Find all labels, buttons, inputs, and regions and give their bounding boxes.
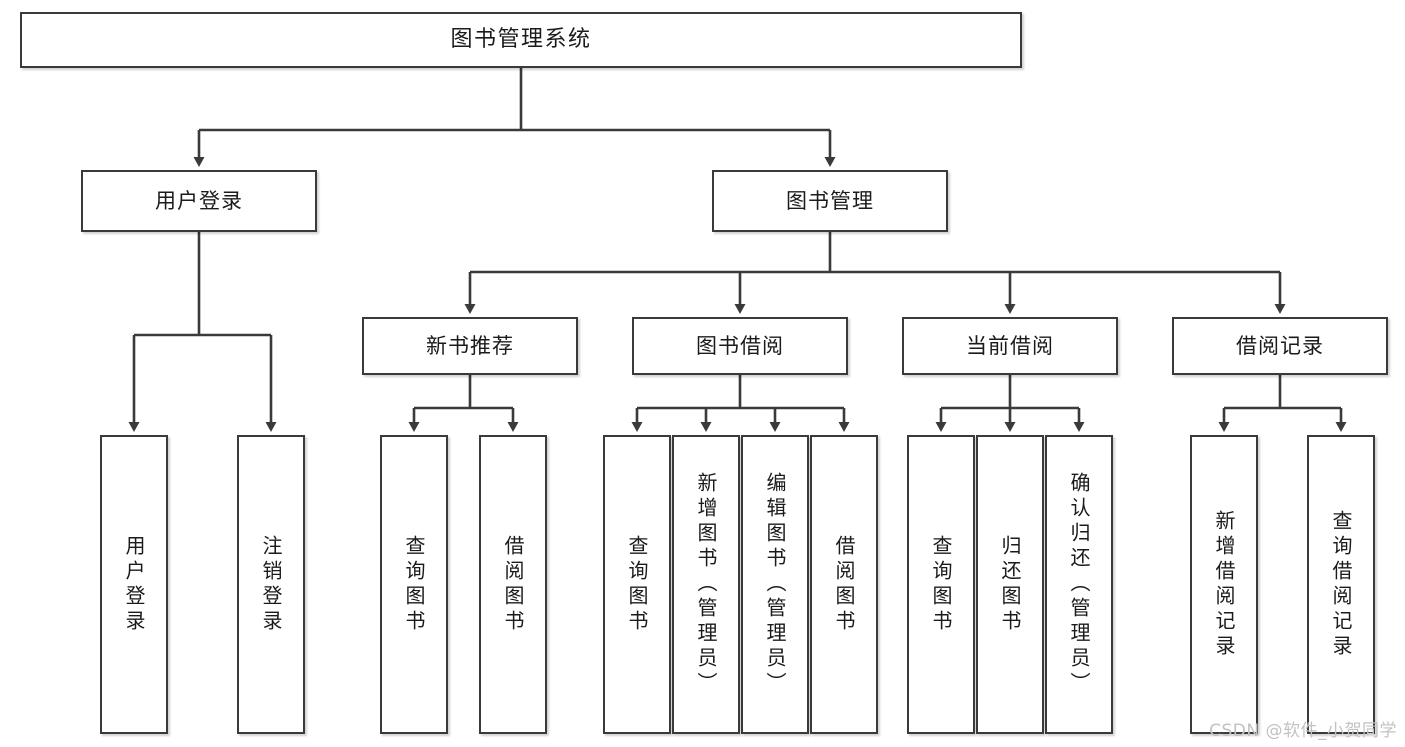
leaf-add-book-admin[interactable]: 新增图书（管理员） [672, 435, 740, 734]
node-label: 图书管理系统 [450, 27, 592, 53]
node-new-book-recommend[interactable]: 新书推荐 [362, 317, 578, 375]
node-label: 编辑图书（管理员） [763, 472, 787, 697]
leaf-query-borrow-record[interactable]: 查询借阅记录 [1307, 435, 1375, 734]
node-book-management-system[interactable]: 图书管理系统 [20, 12, 1022, 68]
node-label: 当前借阅 [966, 333, 1054, 358]
leaf-add-borrow-record[interactable]: 新增借阅记录 [1190, 435, 1258, 734]
leaf-query-book-current[interactable]: 查询图书 [907, 435, 975, 734]
node-label: 新书推荐 [426, 333, 514, 358]
node-label: 新增图书（管理员） [694, 472, 718, 697]
node-label: 查询借阅记录 [1329, 509, 1353, 660]
node-label: 确认归还（管理员） [1067, 472, 1091, 697]
node-label: 归还图书 [998, 534, 1022, 635]
node-book-management[interactable]: 图书管理 [712, 170, 948, 232]
leaf-edit-book-admin[interactable]: 编辑图书（管理员） [741, 435, 809, 734]
node-label: 图书管理 [786, 188, 874, 213]
node-user-login[interactable]: 用户登录 [81, 170, 317, 232]
node-label: 查询图书 [402, 534, 426, 635]
node-current-borrow[interactable]: 当前借阅 [902, 317, 1118, 375]
node-label: 用户登录 [122, 534, 146, 635]
node-label: 新增借阅记录 [1212, 509, 1236, 660]
node-label: 查询图书 [929, 534, 953, 635]
node-book-borrow[interactable]: 图书借阅 [632, 317, 848, 375]
node-label: 借阅图书 [501, 534, 525, 635]
leaf-logout[interactable]: 注销登录 [237, 435, 305, 734]
leaf-user-login[interactable]: 用户登录 [100, 435, 168, 734]
node-label: 注销登录 [259, 534, 283, 635]
leaf-query-book-recommend[interactable]: 查询图书 [380, 435, 448, 734]
node-label: 借阅图书 [832, 534, 856, 635]
leaf-return-book[interactable]: 归还图书 [976, 435, 1044, 734]
node-label: 查询图书 [625, 534, 649, 635]
leaf-borrow-book[interactable]: 借阅图书 [810, 435, 878, 734]
node-label: 图书借阅 [696, 333, 784, 358]
csdn-watermark: CSDN @软件_小贺同学 [1209, 721, 1397, 741]
leaf-query-book-borrow[interactable]: 查询图书 [603, 435, 671, 734]
node-label: 借阅记录 [1236, 333, 1324, 358]
leaf-borrow-book-recommend[interactable]: 借阅图书 [479, 435, 547, 734]
leaf-confirm-return-admin[interactable]: 确认归还（管理员） [1045, 435, 1113, 734]
node-borrow-record[interactable]: 借阅记录 [1172, 317, 1388, 375]
node-label: 用户登录 [155, 188, 243, 213]
